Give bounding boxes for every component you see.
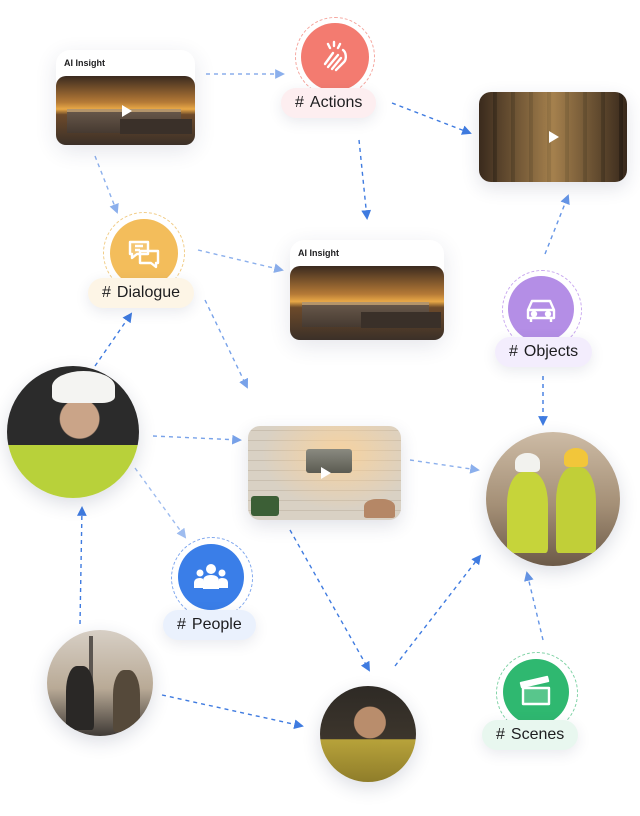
arrow-actions-to-card2 <box>358 139 372 220</box>
worker-hardhat-portrait[interactable] <box>7 366 139 498</box>
construction-team-photo[interactable] <box>486 432 620 566</box>
arrow-powerline-to-technician <box>161 694 304 730</box>
ai-insight-title: AI Insight <box>64 58 105 68</box>
arrow-worker-to-dialogue <box>94 312 133 367</box>
arrow-dialogue-to-card2 <box>197 249 284 273</box>
blueprint-video-thumbnail[interactable] <box>248 426 401 520</box>
tag-hash: # <box>509 343 518 360</box>
tag-label: Actions <box>309 94 363 111</box>
tag-label: Dialogue <box>116 284 181 301</box>
tag-hash: # <box>102 284 111 301</box>
industrial-building-video-thumbnail[interactable] <box>56 76 195 145</box>
car-icon <box>508 276 574 342</box>
play-icon[interactable] <box>319 467 331 479</box>
clapperboard-icon <box>503 659 569 725</box>
tag-dialogue[interactable]: # Dialogue <box>88 278 195 308</box>
arrow-actions-to-workshop <box>391 102 472 135</box>
tag-label: People <box>191 616 242 633</box>
tag-hash: # <box>496 726 505 743</box>
tag-scenes[interactable]: # Scenes <box>482 720 579 750</box>
technician-portrait[interactable] <box>320 686 416 782</box>
ai-insight-card-1[interactable]: AI Insight <box>56 50 195 145</box>
tag-label: Objects <box>523 343 579 360</box>
arrow-objects-to-workshop <box>544 194 570 255</box>
arrow-worker-to-blueprint <box>152 434 242 445</box>
workshop-video-thumbnail[interactable] <box>479 92 627 182</box>
arrow-dialogue-to-blueprint <box>204 299 249 389</box>
tag-actions[interactable]: # Actions <box>281 88 377 118</box>
arrow-technician-to-team <box>394 554 482 667</box>
play-icon[interactable] <box>547 131 559 143</box>
people-group-icon <box>178 544 244 610</box>
tag-hash: # <box>177 616 186 633</box>
tag-hash: # <box>295 94 304 111</box>
arrow-scenes-to-team <box>524 571 544 641</box>
powerline-workers-photo[interactable] <box>47 630 153 736</box>
tag-people[interactable]: # People <box>163 610 256 640</box>
clapping-hands-icon <box>301 23 369 91</box>
arrow-powerline-to-worker <box>76 506 87 625</box>
arrow-blueprint-to-technician <box>289 529 370 672</box>
ai-insight-title: AI Insight <box>298 248 339 258</box>
ai-insight-card-2[interactable]: AI Insight <box>290 240 444 340</box>
arrow-worker-to-people <box>134 467 187 539</box>
arrow-card1-to-dialogue <box>94 155 119 214</box>
arrow-blueprint-to-team <box>409 459 480 474</box>
industrial-building-video-thumbnail[interactable] <box>290 266 444 340</box>
tag-objects[interactable]: # Objects <box>495 337 593 367</box>
chat-bubbles-icon <box>110 219 178 287</box>
connector-lines <box>76 69 570 730</box>
tag-label: Scenes <box>510 726 565 743</box>
play-icon[interactable] <box>120 104 132 117</box>
